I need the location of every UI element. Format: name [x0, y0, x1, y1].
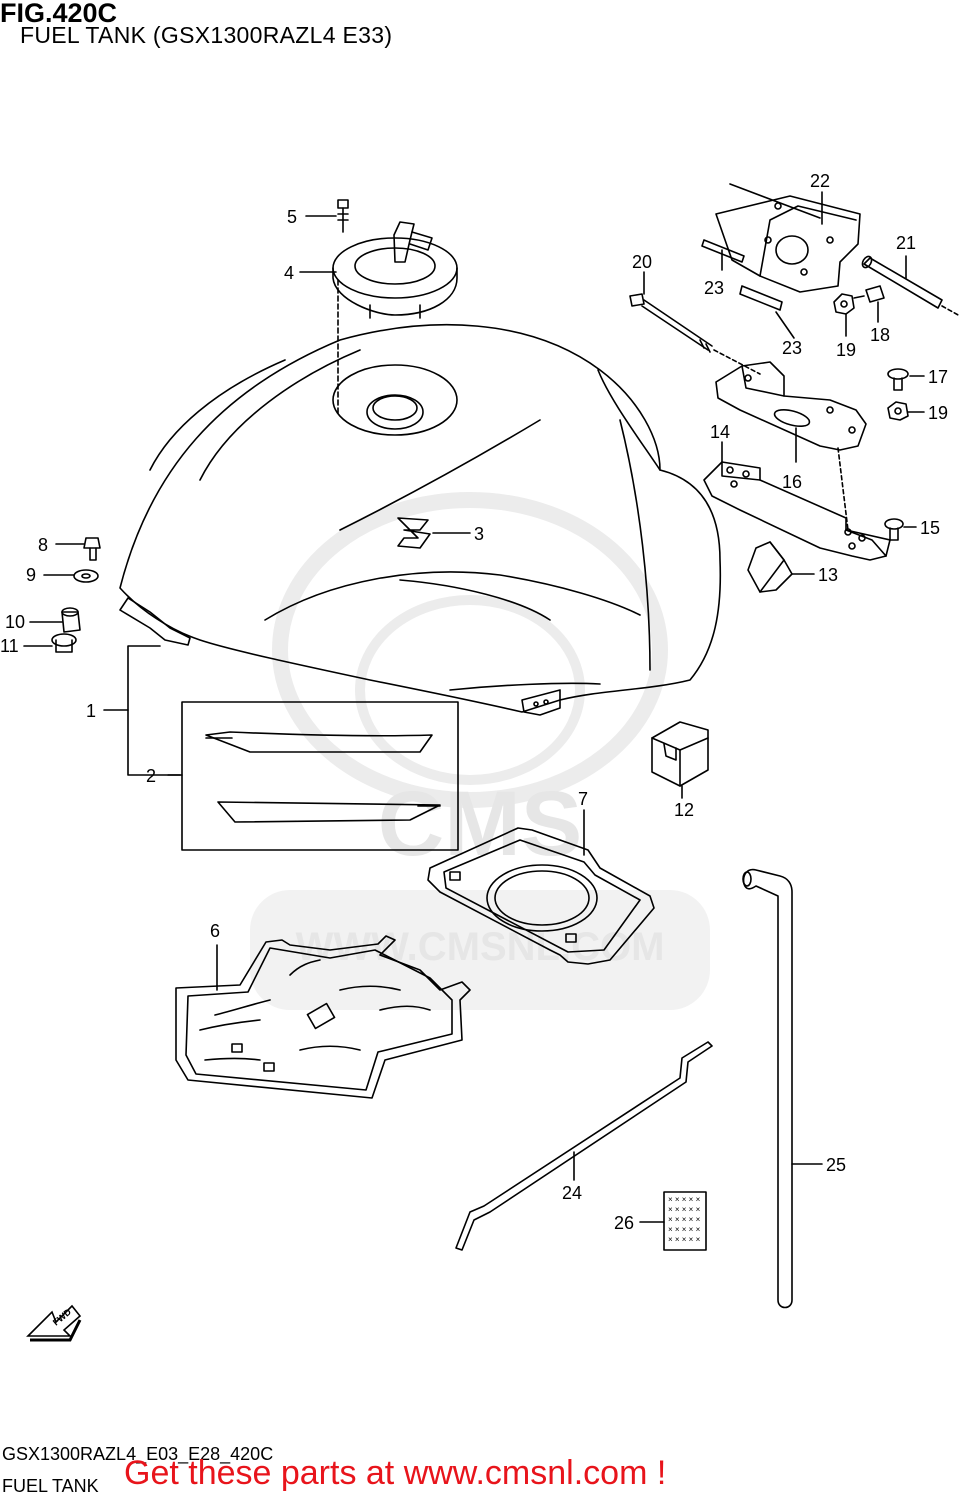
- svg-text:× × × × ×: × × × × ×: [668, 1205, 701, 1214]
- callout-26: 26: [614, 1213, 634, 1233]
- callout-21: 21: [896, 233, 916, 253]
- callout-23-upper: 23: [704, 278, 724, 298]
- callout-7: 7: [578, 789, 588, 809]
- callout-6: 6: [210, 921, 220, 941]
- callout-5: 5: [287, 207, 297, 227]
- callout-13: 13: [818, 565, 838, 585]
- callout-3: 3: [474, 524, 484, 544]
- callout-numbers: 1 2 3 4 5 6 7 8 9 10 11 12 13 14 15 16 1…: [0, 171, 948, 1233]
- hose-25: [742, 868, 823, 1309]
- protector-mat: [175, 935, 471, 1099]
- callout-24: 24: [562, 1183, 582, 1203]
- hinge-22: [715, 183, 861, 293]
- washer-9: [43, 569, 99, 583]
- callout-19-upper: 19: [836, 340, 856, 360]
- rod-24: [455, 1041, 713, 1251]
- section-name: FUEL TANK: [2, 1476, 99, 1496]
- callout-19-lower: 19: [928, 403, 948, 423]
- nut-19-lower: [887, 401, 925, 421]
- callout-9: 9: [26, 565, 36, 585]
- fwd-arrow-icon: FWD: [26, 1304, 82, 1342]
- bolt-5: [305, 199, 349, 233]
- callout-25: 25: [826, 1155, 846, 1175]
- bolt-15: [884, 518, 917, 541]
- fuel-cap: [299, 221, 458, 416]
- svg-text:× × × × ×: × × × × ×: [668, 1215, 701, 1224]
- plate-23-lower: [739, 285, 795, 339]
- bolt-18: [853, 285, 885, 323]
- parts-diagram: CMS WWW.CMSNL.COM: [0, 171, 960, 1342]
- callout-23-lower: 23: [782, 338, 802, 358]
- callout-20: 20: [632, 252, 652, 272]
- callout-11: 11: [0, 636, 19, 656]
- callout-15: 15: [920, 518, 940, 538]
- bolt-20: [629, 271, 761, 375]
- callout-18: 18: [870, 325, 890, 345]
- callout-12: 12: [674, 800, 694, 820]
- collar-11: [23, 633, 77, 653]
- promo-link[interactable]: Get these parts at www.cmsnl.com !: [124, 1454, 667, 1492]
- cushion-10: [29, 607, 81, 633]
- bolt-17: [887, 368, 925, 391]
- cushion-13: [747, 541, 815, 593]
- callout-22: 22: [810, 171, 830, 191]
- figure-subtitle: FUEL TANK (GSX1300RAZL4 E33): [20, 22, 393, 48]
- diagram-code: GSX1300RAZL4_E03_E28_420C: [2, 1444, 274, 1464]
- callout-4: 4: [284, 263, 294, 283]
- bracket-16: [715, 361, 867, 531]
- callout-10: 10: [5, 612, 25, 632]
- bolt-8: [55, 537, 101, 561]
- callout-17: 17: [928, 367, 948, 387]
- bracket-14: [703, 441, 891, 561]
- figure-title: FIG.420C: [0, 0, 118, 28]
- callout-14: 14: [710, 422, 730, 442]
- callout-16: 16: [782, 472, 802, 492]
- callout-1: 1: [86, 701, 96, 721]
- cushion-12: [651, 721, 709, 799]
- pin-21: [861, 255, 960, 317]
- protector-kit: [181, 701, 459, 851]
- callout-8: 8: [38, 535, 48, 555]
- plate-23-upper: [701, 239, 745, 271]
- label-26-marks: × × × × × × × × × × × × × × × × × × × × …: [668, 1195, 701, 1244]
- watermark-brand: CMS: [378, 773, 582, 875]
- watermark: CMS WWW.CMSNL.COM: [250, 492, 710, 1010]
- svg-text:× × × × ×: × × × × ×: [668, 1195, 701, 1204]
- callout-2: 2: [146, 766, 156, 786]
- svg-text:× × × × ×: × × × × ×: [668, 1235, 701, 1244]
- callout-bracket: [103, 645, 181, 776]
- label-26: [639, 1191, 707, 1251]
- svg-text:× × × × ×: × × × × ×: [668, 1225, 701, 1234]
- nut-19-upper: [833, 293, 855, 337]
- fuel-tank: [119, 324, 722, 716]
- gasket-plate: [427, 809, 655, 965]
- emblem: [397, 517, 471, 549]
